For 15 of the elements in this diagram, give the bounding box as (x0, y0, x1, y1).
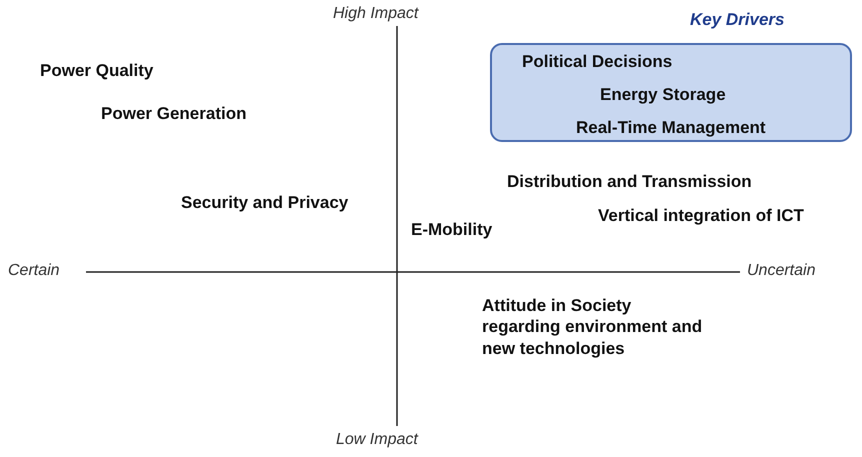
factor-label: E-Mobility (411, 219, 492, 240)
driver-label: Real-Time Management (576, 117, 766, 138)
group-heading: Key Drivers (690, 9, 785, 30)
factor-label: Security and Privacy (181, 192, 348, 214)
factor-label: Vertical integration of ICT (598, 205, 804, 226)
axis-label: Certain (8, 261, 60, 281)
factor-label: Power Generation (101, 103, 246, 124)
factor-label: Attitude in Society regarding environment and new technologies (482, 295, 704, 359)
axis-label: Uncertain (747, 261, 816, 281)
axis-label: High Impact (333, 4, 418, 24)
driver-label: Political Decisions (522, 51, 672, 72)
factor-label: Power Quality (40, 60, 154, 82)
driver-label: Energy Storage (600, 84, 726, 106)
axis-label: Low Impact (336, 430, 418, 450)
factor-label: Distribution and Transmission (507, 171, 752, 192)
